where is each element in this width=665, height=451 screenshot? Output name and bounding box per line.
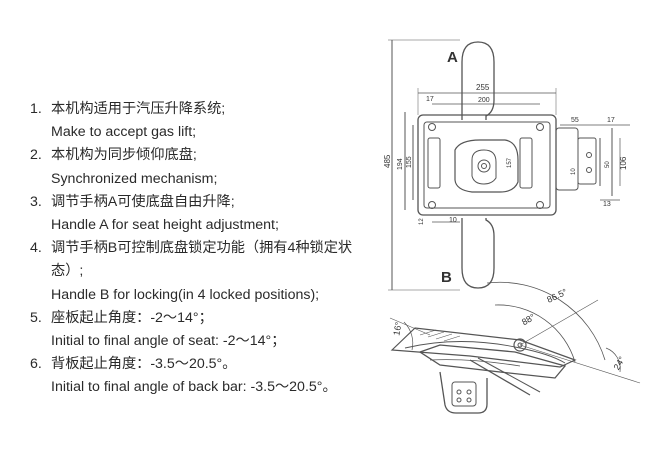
mounting-plate (417, 114, 557, 216)
dim-50: 50 (605, 161, 611, 168)
spec-item-1: 1. 本机构适用于汽压升降系统; Make to accept gas lift… (30, 98, 380, 144)
handle-a-paddle (461, 41, 495, 120)
dim-255: 255 (476, 83, 490, 92)
spec-item-5: 5. 座板起止角度：-2～14°； Initial to final angle… (30, 307, 380, 353)
dim-157: 157 (507, 157, 513, 168)
spec-number: 2. (30, 147, 42, 164)
dim-17-top: 17 (426, 96, 434, 103)
spec-text-chinese: 调节手柄B可控制底盘锁定功能（拥有4种锁定状态）; (51, 240, 353, 280)
spec-text-chinese: 座板起止角度：-2～14°； (51, 309, 213, 326)
dim-10-right: 10 (571, 168, 577, 175)
handle-b-label: B (441, 269, 452, 286)
spec-text-chinese: 背板起止角度：-3.5～20.5°。 (51, 356, 237, 373)
dim-155: 155 (406, 156, 413, 168)
angle-86-5: 86.5° (545, 287, 569, 305)
spec-item-4: 4. 调节手柄B可控制底盘锁定功能（拥有4种锁定状态）; Handle B fo… (30, 237, 380, 307)
spec-list: 1. 本机构适用于汽压升降系统; Make to accept gas lift… (30, 98, 380, 400)
dim-485: 485 (383, 154, 392, 168)
spec-text-english: Initial to final angle of seat: -2～14°； (51, 333, 286, 350)
handle-b-paddle (461, 218, 495, 289)
spec-text-english: Make to accept gas lift; (51, 124, 197, 141)
spec-number: 1. (30, 101, 42, 117)
dim-12: 12 (419, 218, 425, 225)
angle-24: 24° (612, 354, 628, 371)
dim-13: 13 (603, 201, 611, 208)
angle-16: 16° (391, 321, 403, 337)
spec-item-3: 3. 调节手柄A可使底盘自由升降; Handle A for seat heig… (30, 191, 380, 237)
spec-text-english: Handle A for seat height adjustment; (51, 217, 279, 234)
handle-a-label: A (447, 49, 458, 66)
side-view (389, 281, 641, 414)
spec-text-chinese: 本机构适用于汽压升降系统; (51, 101, 226, 117)
dim-55: 55 (571, 117, 579, 124)
spec-text-english: Synchronized mechanism; (51, 170, 218, 187)
spec-text-chinese: 本机构为同步倾仰底盘; (51, 147, 197, 164)
spec-number: 6. (30, 356, 42, 373)
spec-text-english: Initial to final angle of back bar: -3.5… (51, 379, 337, 396)
dim-194: 194 (397, 158, 404, 170)
spec-item-6: 6. 背板起止角度：-3.5～20.5°。 Initial to final a… (30, 353, 380, 399)
spec-item-2: 2. 本机构为同步倾仰底盘; Synchronized mechanism; (30, 144, 380, 190)
dim-200: 200 (478, 97, 490, 104)
spec-text-english: Handle B for locking(in 4 locked positio… (51, 286, 320, 303)
dim-10-bottom: 10 (449, 217, 457, 224)
spec-number: 3. (30, 193, 42, 210)
spec-number: 5. (30, 309, 42, 326)
top-view (388, 39, 630, 291)
dim-106: 106 (619, 156, 628, 170)
mechanism-drawing: A B 485 194 155 255 200 17 55 17 157 50 … (383, 39, 641, 414)
spec-text-chinese: 调节手柄A可使底盘自由升降; (51, 193, 235, 210)
spec-number: 4. (30, 240, 42, 257)
dim-17-right: 17 (607, 117, 615, 124)
